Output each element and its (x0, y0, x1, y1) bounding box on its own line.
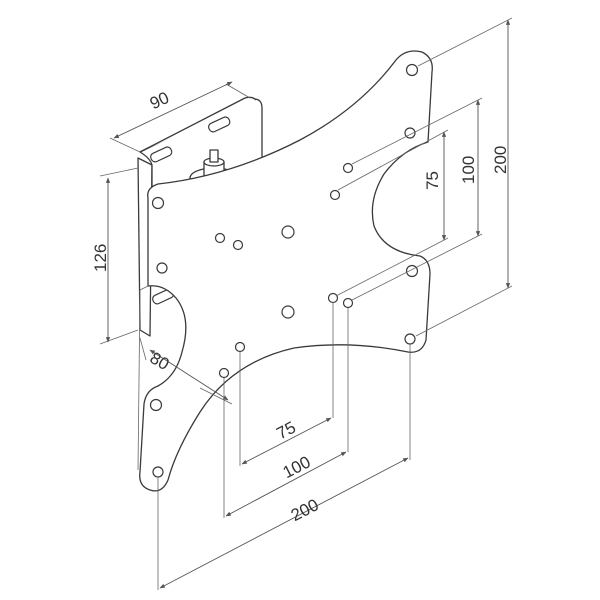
label-h75: 75 (273, 418, 298, 444)
wall-slot-lower (150, 146, 173, 163)
hole-100-tr (342, 162, 354, 174)
hole-75-br (327, 292, 339, 304)
hole-75-tr (329, 189, 341, 201)
pivot-screw (209, 149, 219, 163)
dim-vertical-100: 100 (351, 97, 483, 301)
hole-200-l2 (156, 262, 168, 274)
dim-vertical-200: 200 (415, 17, 513, 337)
hole-100-br (342, 297, 354, 309)
vesa-plate-thickness (137, 285, 149, 471)
hole-200-l3 (149, 398, 163, 412)
dim-126: 126 (91, 167, 139, 345)
label-h200: 200 (288, 495, 322, 525)
hole-center-lower (281, 305, 295, 319)
label-126: 126 (91, 244, 110, 272)
hole-center-upper (281, 225, 295, 239)
hole-200-tl (151, 196, 165, 210)
label-v100: 100 (459, 156, 478, 184)
hole-100-bl (218, 367, 230, 379)
label-v200: 200 (491, 146, 510, 174)
hole-75-tl (232, 239, 244, 251)
label-v75: 75 (423, 171, 442, 190)
dim-vertical-75: 75 (335, 129, 449, 297)
label-h100: 100 (280, 452, 314, 482)
label-90: 90 (147, 88, 172, 113)
hole-200-br (404, 333, 416, 345)
hole-75-bl (234, 341, 246, 353)
hole-100-tl (214, 232, 226, 244)
hole-200-tr (405, 63, 419, 77)
label-80: 80 (147, 348, 173, 374)
hole-200-bl (152, 466, 164, 478)
